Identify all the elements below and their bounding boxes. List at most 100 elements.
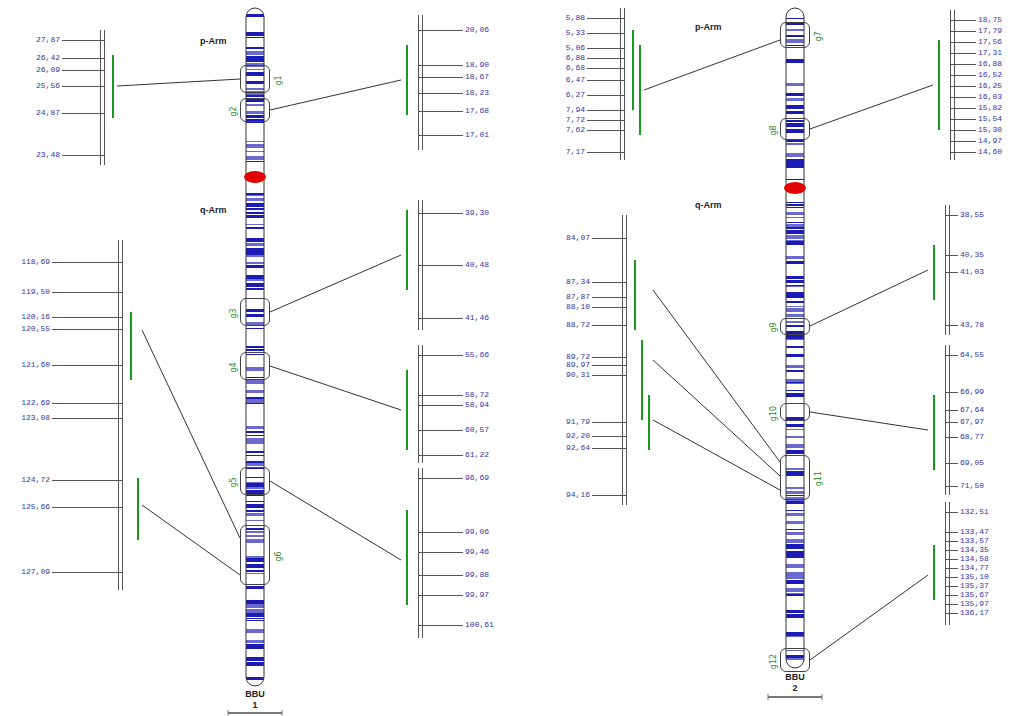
tick-line (418, 552, 463, 553)
tick-line (62, 40, 105, 41)
chromosome-band (786, 346, 804, 348)
chromosome-band (786, 513, 804, 516)
chromosome-band (786, 111, 804, 114)
chromosome-label: BBU (785, 672, 805, 683)
chromosome-band (786, 612, 804, 613)
position-number: 41,03 (960, 267, 984, 277)
chromosome-label: q-Arm (200, 205, 227, 216)
tick-line (52, 365, 123, 366)
tick-line (945, 463, 958, 464)
chromosome-band (246, 606, 264, 608)
scale-bar-line (122, 240, 123, 590)
chromosome-label: q-Arm (695, 200, 722, 211)
chromosome-band (246, 604, 264, 606)
chromosome-band (246, 347, 264, 348)
chromosome-band (246, 193, 264, 195)
chromosome-band (786, 365, 804, 368)
chromosome-band (246, 558, 264, 562)
chromosome-band (786, 650, 804, 651)
chromosome-band (786, 564, 804, 568)
chromosome-band (786, 588, 804, 592)
scale-bar-line (949, 502, 950, 625)
scale-bar-line (422, 15, 423, 150)
scale-bar-line (624, 8, 625, 160)
number-scale-panel: 18,7517,7917,5617,3116,8816,5216,2516,03… (933, 10, 1005, 160)
position-number: 41,46 (465, 313, 489, 323)
position-number: 122,69 (21, 398, 50, 408)
chromosome-band (786, 379, 804, 382)
scale-bar-end (282, 710, 283, 716)
tick-line (62, 155, 105, 156)
chromosome-band (786, 29, 804, 31)
chromosome-band (246, 468, 264, 469)
position-number: 17,68 (465, 106, 489, 116)
marker-interval (632, 30, 634, 110)
chromosome-band (246, 677, 264, 680)
position-number: 99,97 (465, 590, 489, 600)
position-number: 16,03 (978, 92, 1002, 102)
chromosome-band (786, 227, 804, 229)
chromosome-band (786, 655, 804, 658)
tick-line (418, 213, 463, 214)
chromosome-band (786, 610, 804, 612)
chromosome-label: p-Arm (200, 36, 227, 47)
scale-bar-line (954, 10, 955, 160)
region-box: g5 (240, 467, 270, 495)
number-scale-panel: 64,5566,9967,6467,9768,7769,0571,50 (928, 345, 987, 495)
position-number: 88,72 (566, 320, 590, 330)
chromosome-band (786, 143, 804, 145)
position-number: 87,87 (566, 292, 590, 302)
tick-line (52, 403, 123, 404)
chromosome-band (246, 644, 264, 645)
position-number: 16,88 (978, 59, 1002, 69)
chromosome-band (786, 261, 804, 264)
region-box: g10 (780, 403, 810, 421)
position-number: 38,55 (960, 210, 984, 220)
chromosome-band (246, 461, 264, 463)
chromosome-band (246, 451, 264, 453)
marker-interval (641, 340, 643, 420)
chromosome-band (246, 354, 264, 355)
tick-line (945, 392, 958, 393)
marker-interval (634, 260, 636, 330)
position-number: 18,75 (978, 15, 1002, 25)
chromosome-band (246, 390, 264, 393)
chromosome-band (246, 600, 264, 604)
scale-bar-line (418, 345, 419, 463)
chromosome-band (246, 483, 264, 487)
chromosome-band (246, 492, 264, 496)
scale-bar-line (622, 215, 623, 505)
position-number: 136,17 (960, 608, 989, 618)
chromosome-band (786, 295, 804, 298)
chromosome-band (246, 435, 264, 436)
gene-label: g3 (229, 308, 238, 318)
chromosome-band (786, 539, 804, 543)
chromosome-band (786, 548, 804, 549)
chromosome-band (786, 335, 804, 339)
chromosome-band (786, 382, 804, 383)
scale-bar-line (422, 200, 423, 330)
chromosome-band (786, 501, 804, 504)
tick-line (52, 418, 123, 419)
scale-bar-end (822, 694, 823, 700)
chromosome-band (246, 520, 264, 521)
chromosome-band (246, 161, 264, 162)
leader-connector (142, 505, 240, 575)
chromosome-band (246, 535, 264, 537)
chromosome-band (786, 393, 804, 397)
position-number: 71,50 (960, 481, 984, 491)
position-number: 96,69 (465, 473, 489, 483)
chromosome-band (786, 593, 804, 594)
position-number: 69,05 (960, 458, 984, 468)
tick-line (418, 405, 463, 406)
chromosome-band (786, 436, 804, 438)
gene-label: g5 (229, 477, 238, 487)
region-box: g1 (240, 65, 270, 93)
gene-label: g8 (769, 125, 778, 135)
chromosome-band (246, 141, 264, 142)
chromosome-band (786, 212, 804, 215)
chromosome-band (246, 463, 264, 466)
chromosome-band (246, 487, 264, 489)
chromosome-band (786, 159, 804, 163)
chromosome-band (786, 93, 804, 96)
